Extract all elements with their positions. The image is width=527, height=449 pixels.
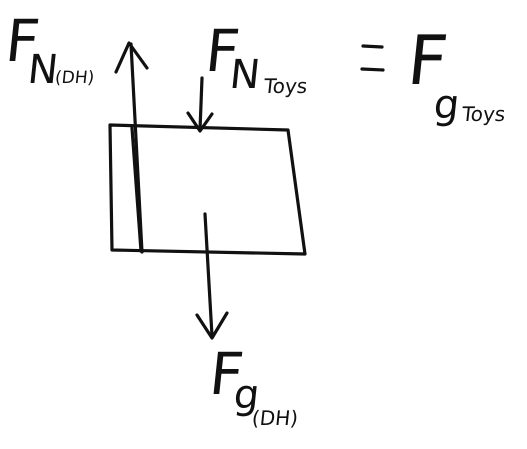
normal-force-dh-qualifier: (DH): [54, 68, 96, 88]
gravity-force-dh-arrow: [203, 212, 214, 338]
gravity-force-toys-qualifier: Toys: [460, 102, 507, 126]
normal-force-toys-arrow: [198, 76, 204, 132]
normal-force-dh-arrowhead: [114, 41, 149, 74]
object-box: [108, 123, 307, 256]
normal-force-dh-arrow: [129, 42, 144, 254]
equals-sign-bottom: [360, 67, 385, 72]
gravity-force-dh-arrowhead: [195, 311, 229, 340]
gravity-force-toys-subscript: g: [431, 82, 462, 128]
normal-force-toys-arrowhead: [186, 111, 214, 133]
equals-sign-text: =: [359, 44, 378, 64]
normal-force-toys-subscript: N: [227, 52, 263, 98]
normal-force-toys-qualifier: Toys: [262, 74, 309, 98]
gravity-force-dh-qualifier: (DH): [250, 406, 300, 430]
equals-sign-top: [361, 44, 384, 49]
